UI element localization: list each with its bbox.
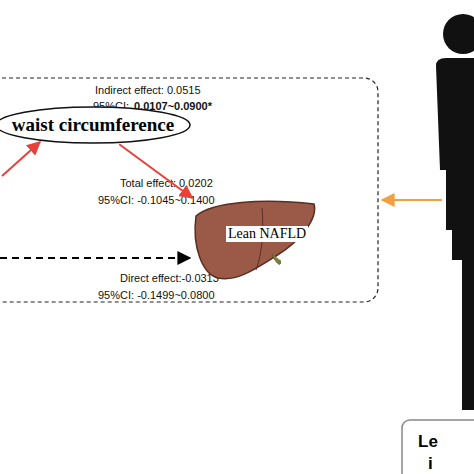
liver-illustration bbox=[192, 198, 318, 290]
node-text: i bbox=[428, 454, 433, 474]
effect-label: Indirect effect: 0.0515 bbox=[95, 84, 201, 96]
group-box: Lei bbox=[402, 420, 474, 474]
person-silhouette bbox=[436, 14, 474, 410]
mediation-frame bbox=[0, 78, 378, 302]
effect-label: Direct effect:-0.0313 bbox=[120, 272, 219, 284]
group-box-frame bbox=[402, 420, 474, 474]
node-text: waist circumference bbox=[0, 114, 192, 136]
effect-label: 95%CI: -0.1499~0.0800 bbox=[98, 289, 215, 301]
exposure-arrow bbox=[2, 142, 40, 176]
effect-label: 95%CI: -0.1045~0.1400 bbox=[98, 194, 215, 206]
mediation-arrow bbox=[119, 144, 192, 198]
node-text: Lean NAFLD bbox=[226, 226, 308, 242]
node-text: Le bbox=[418, 432, 438, 452]
liver-node: Lean NAFLD bbox=[192, 198, 318, 290]
direct-arrow bbox=[0, 257, 190, 259]
mediator-ellipse: waist circumference bbox=[0, 105, 192, 145]
orange-arrow bbox=[382, 199, 442, 201]
